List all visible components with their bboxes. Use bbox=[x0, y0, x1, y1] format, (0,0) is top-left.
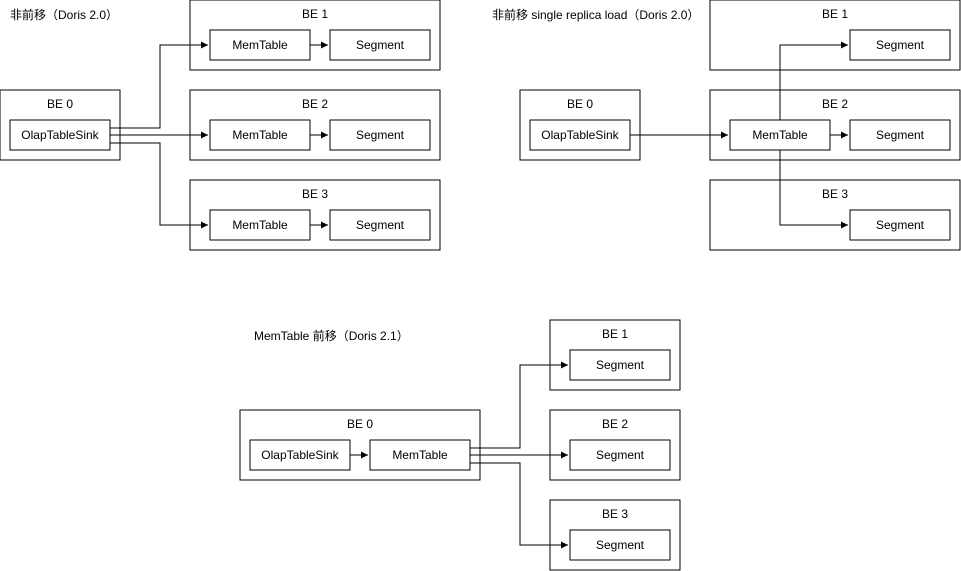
node-label: Segment bbox=[356, 218, 405, 232]
node-label: MemTable bbox=[232, 38, 288, 52]
edge-memtable-to-segment-be3 bbox=[779, 150, 848, 229]
container-label: BE 3 bbox=[602, 507, 628, 521]
node-segment bbox=[569, 439, 671, 471]
node-label: MemTable bbox=[232, 128, 288, 142]
node-label: MemTable bbox=[392, 448, 448, 462]
node-segment bbox=[849, 209, 951, 241]
node-label: Segment bbox=[596, 448, 645, 462]
container-label: BE 3 bbox=[302, 187, 328, 201]
container-label: BE 0 bbox=[567, 97, 593, 111]
diagram-single-replica-load: 非前移 single replica load（Doris 2.0） BE 0 … bbox=[492, 0, 961, 251]
container-label: BE 3 bbox=[822, 187, 848, 201]
node-label: OlapTableSink bbox=[541, 128, 619, 142]
edge-memtable-to-segment-be1 bbox=[470, 361, 568, 449]
node-label: Segment bbox=[356, 38, 405, 52]
node-label: MemTable bbox=[752, 128, 808, 142]
diagram-title: MemTable 前移（Doris 2.1） bbox=[254, 328, 409, 343]
node-segment bbox=[329, 29, 431, 61]
node-label: OlapTableSink bbox=[21, 128, 99, 142]
node-label: Segment bbox=[876, 38, 925, 52]
node-segment bbox=[569, 529, 671, 561]
container-label: BE 0 bbox=[47, 97, 73, 111]
node-label: Segment bbox=[876, 128, 925, 142]
edge-sink-to-memtable-be3 bbox=[110, 142, 208, 229]
node-segment bbox=[329, 119, 431, 151]
node-segment bbox=[329, 209, 431, 241]
edge-memtable-to-segment-be1 bbox=[779, 41, 848, 120]
node-memtable bbox=[369, 439, 471, 471]
edge-memtable-to-segment-be3 bbox=[470, 462, 568, 549]
container-label: BE 0 bbox=[347, 417, 373, 431]
container-label: BE 2 bbox=[822, 97, 848, 111]
container-label: BE 2 bbox=[302, 97, 328, 111]
node-olap-table-sink bbox=[249, 439, 351, 471]
node-memtable bbox=[729, 119, 831, 151]
node-memtable bbox=[209, 119, 311, 151]
node-segment bbox=[849, 119, 951, 151]
node-olap-table-sink bbox=[529, 119, 631, 151]
node-segment bbox=[849, 29, 951, 61]
node-memtable bbox=[209, 209, 311, 241]
container-label: BE 1 bbox=[602, 327, 628, 341]
diagram-non-forward: 非前移（Doris 2.0） BE 0 BE 1 BE 2 BE 3 OlapT… bbox=[0, 0, 441, 251]
diagram-memtable-forward: MemTable 前移（Doris 2.1） BE 0 BE 1 BE 2 BE… bbox=[239, 319, 681, 571]
container-label: BE 1 bbox=[822, 7, 848, 21]
container-label: BE 1 bbox=[302, 7, 328, 21]
diagram-title: 非前移（Doris 2.0） bbox=[10, 7, 118, 22]
node-label: OlapTableSink bbox=[261, 448, 339, 462]
node-label: Segment bbox=[356, 128, 405, 142]
node-segment bbox=[569, 349, 671, 381]
diagram-title: 非前移 single replica load（Doris 2.0） bbox=[492, 7, 699, 22]
node-label: Segment bbox=[596, 358, 645, 372]
node-label: Segment bbox=[596, 538, 645, 552]
node-label: MemTable bbox=[232, 218, 288, 232]
container-label: BE 2 bbox=[602, 417, 628, 431]
edge-sink-to-memtable-be1 bbox=[110, 41, 208, 129]
node-label: Segment bbox=[876, 218, 925, 232]
